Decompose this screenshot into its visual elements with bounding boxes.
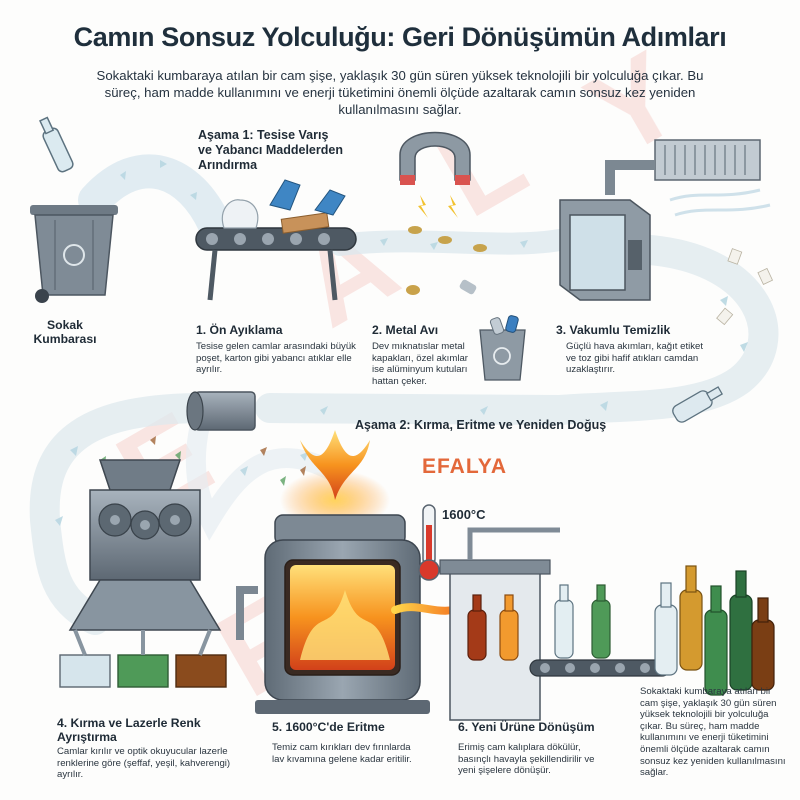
sorted-glass-trays: [59, 629, 227, 688]
glass-flow-tubes: [29, 154, 779, 635]
bottle-on-path: [672, 386, 724, 423]
metal-bin-illustration: [406, 279, 526, 381]
brand-logo-text: EFALYA: [422, 455, 507, 478]
step-3-desc: Güçlü hava akımları, kağıt etiket ve toz…: [566, 341, 704, 376]
summary-text: Sokaktaki kumbaraya atılan bir cam şişe,…: [640, 686, 786, 779]
page-title: Camın Sonsuz Yolculuğu: Geri Dönüşümün A…: [73, 22, 727, 52]
thermometer-icon: [418, 504, 440, 581]
step-3-title: 3. Vakumlu Temizlik: [556, 323, 671, 337]
feed-pipe: [186, 391, 256, 431]
bin-label: Sokak Kumbarası: [33, 318, 97, 346]
glass-shards: [55, 160, 748, 606]
crusher-illustration: [59, 459, 227, 688]
step-5-desc: Temiz cam kırıkları dev fırınlarda lav k…: [272, 742, 412, 765]
intro-text: Sokaktaki kumbaraya atılan bir cam şişe,…: [96, 68, 704, 117]
step-6-title: 6. Yeni Ürüne Dönüşüm: [458, 720, 595, 734]
step-4-desc: Camlar kırılır ve optik okuyucular lazer…: [57, 746, 231, 781]
furnace-illustration: [236, 430, 430, 714]
molding-machine-illustration: [439, 527, 671, 721]
phase-1-title: Aşama 1: Tesise Varış ve Yabancı Maddele…: [198, 128, 343, 172]
street-bin-illustration: [30, 205, 118, 303]
finished-bottles: [654, 565, 775, 696]
step-2-desc: Dev mıknatıslar metal kapakları, özel ak…: [372, 341, 468, 387]
falling-bottle: [39, 116, 74, 173]
vacuum-unit-illustration: [559, 139, 774, 326]
temperature-label: 1600°C: [442, 507, 486, 522]
step-2-title: 2. Metal Avı: [372, 323, 439, 337]
step-5-title: 5. 1600°C'de Eritme: [272, 720, 385, 734]
sorting-conveyor: [195, 179, 357, 301]
step-4-title: 4. Kırma ve Lazerle Renk Ayrıştırma: [57, 716, 201, 744]
phase-2-title: Aşama 2: Kırma, Eritme ve Yeniden Doğuş: [355, 418, 607, 432]
step-1-desc: Tesise gelen camlar arasındaki büyük poş…: [196, 341, 356, 376]
step-6-desc: Erimiş cam kalıplara dökülür, basınçlı h…: [458, 742, 595, 777]
magnet-illustration: [399, 131, 487, 252]
step-1-title: 1. Ön Ayıklama: [196, 323, 283, 337]
